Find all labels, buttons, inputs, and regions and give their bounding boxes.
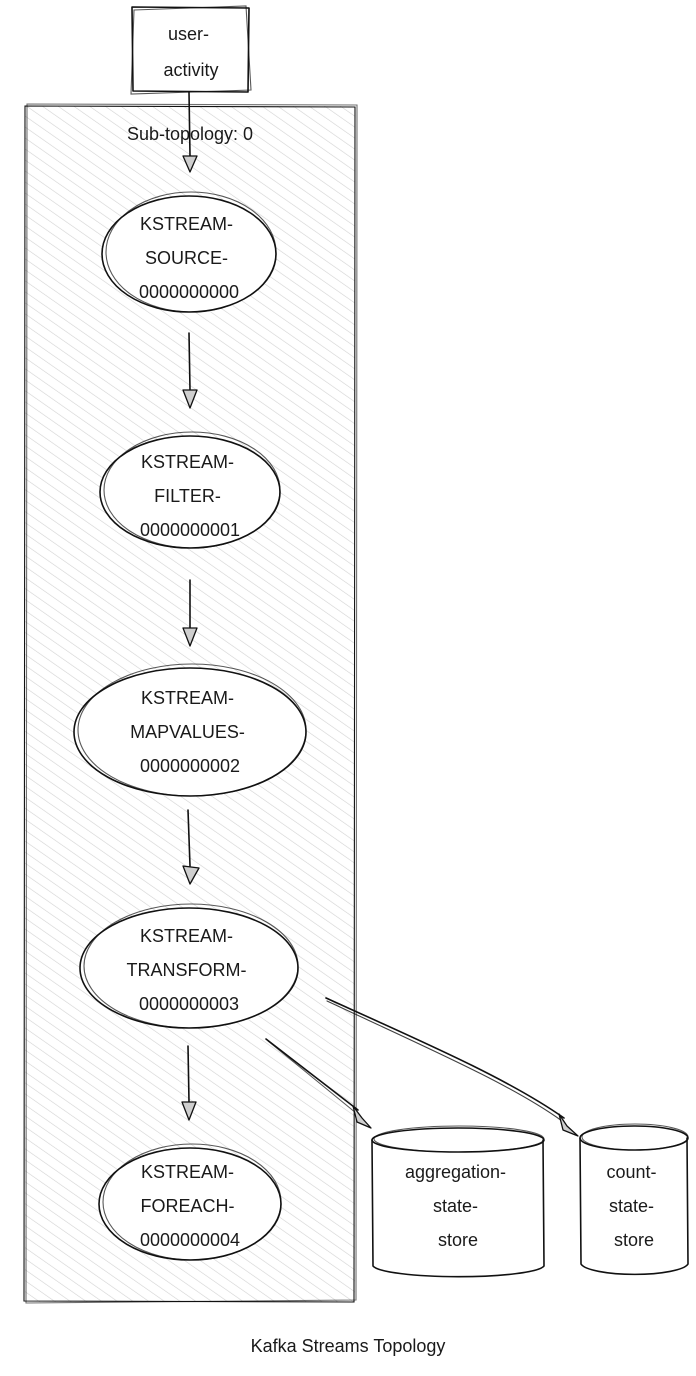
processor-mapvalues: KSTREAM- MAPVALUES- 0000000002 — [73, 663, 307, 797]
diagram-caption: Kafka Streams Topology — [251, 1336, 446, 1356]
processor-transform-line-3: 0000000003 — [139, 994, 239, 1014]
processor-transform-line-1: KSTREAM- — [140, 926, 233, 946]
store-aggregation-line-1: aggregation- — [405, 1162, 506, 1182]
processor-transform: KSTREAM- TRANSFORM- 0000000003 — [79, 903, 299, 1029]
processor-filter-line-1: KSTREAM- — [141, 452, 234, 472]
processor-filter: KSTREAM- FILTER- 0000000001 — [99, 431, 281, 549]
processor-foreach-line-3: 0000000004 — [140, 1230, 240, 1250]
store-count: count- state- store — [579, 1123, 689, 1276]
svg-text:KSTREAM- SOURCE- 0: KSTREAM- SOURCE- 0000000000 — [139, 214, 239, 302]
store-aggregation: aggregation- state- store — [371, 1125, 545, 1278]
processor-mapvalues-line-1: KSTREAM- — [141, 688, 234, 708]
processor-foreach-line-1: KSTREAM- — [141, 1162, 234, 1182]
processor-mapvalues-line-2: MAPVALUES- — [130, 722, 245, 742]
edge-filter-to-mapvalues — [182, 579, 198, 647]
svg-text:KSTREAM- MAPVALUES-: KSTREAM- MAPVALUES- 0000000002 — [130, 688, 250, 776]
store-count-line-1: count- — [606, 1162, 656, 1182]
processor-source-line-3: 0000000000 — [139, 282, 239, 302]
processor-source: KSTREAM- SOURCE- 0000000000 — [101, 191, 277, 313]
topic-user-activity: user- activity — [130, 5, 252, 95]
edge-mapvalues-to-transform — [182, 809, 200, 885]
edge-source-to-filter — [182, 332, 198, 409]
edge-transform-to-foreach — [181, 1045, 197, 1121]
processor-source-line-1: KSTREAM- — [140, 214, 233, 234]
store-aggregation-line-3: store — [438, 1230, 478, 1250]
edge-transform-to-aggregation-store — [265, 1038, 372, 1129]
svg-text:KSTREAM- FOREACH-: KSTREAM- FOREACH- 0000000004 — [140, 1162, 240, 1250]
svg-text:count- state- stor: count- state- store — [606, 1162, 661, 1250]
processor-foreach-line-2: FOREACH- — [140, 1196, 234, 1216]
processor-transform-line-2: TRANSFORM- — [126, 960, 246, 980]
store-aggregation-line-2: state- — [433, 1196, 478, 1216]
topic-line-1: user- — [168, 24, 209, 44]
edge-transform-to-count-store — [325, 997, 579, 1137]
store-count-line-3: store — [614, 1230, 654, 1250]
svg-text:KSTREAM- FILTER- 0: KSTREAM- FILTER- 0000000001 — [140, 452, 240, 540]
processor-source-line-2: SOURCE- — [145, 248, 228, 268]
svg-text:user- activity: user- activity — [163, 24, 218, 80]
processor-mapvalues-line-3: 0000000002 — [140, 756, 240, 776]
processor-filter-line-2: FILTER- — [154, 486, 221, 506]
store-count-line-2: state- — [609, 1196, 654, 1216]
svg-text:KSTREAM- TRANSFORM-: KSTREAM- TRANSFORM- 0000000003 — [126, 926, 251, 1014]
processor-foreach: KSTREAM- FOREACH- 0000000004 — [98, 1143, 282, 1261]
processor-filter-line-3: 0000000001 — [140, 520, 240, 540]
topic-line-2: activity — [163, 60, 218, 80]
svg-text:aggregation- state-: aggregation- state- store — [405, 1162, 511, 1250]
edge-topic-to-source — [182, 91, 198, 173]
